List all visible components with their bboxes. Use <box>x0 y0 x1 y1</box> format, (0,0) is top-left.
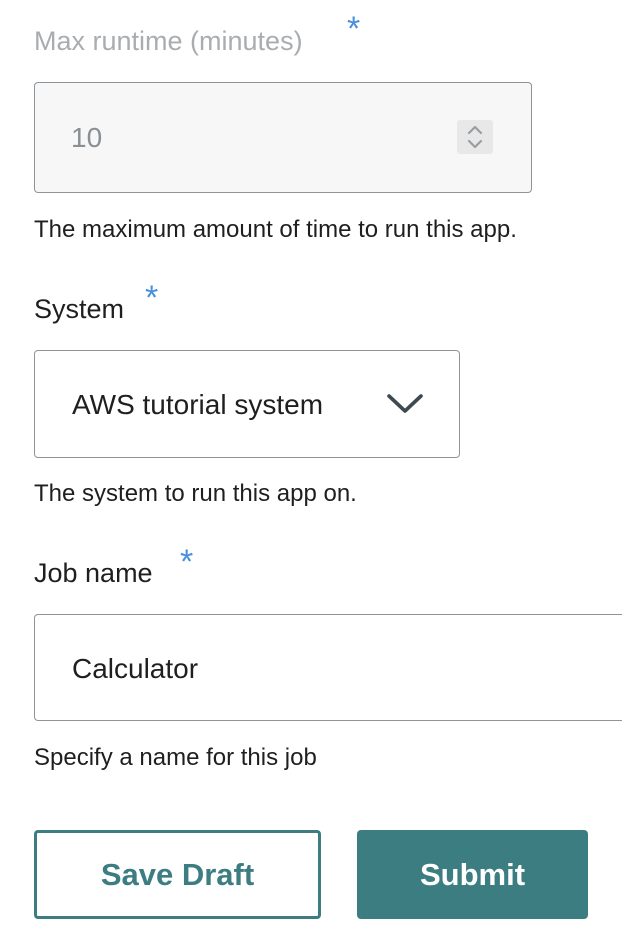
up-down-chevrons-icon <box>467 125 483 149</box>
save-draft-button-label: Save Draft <box>100 857 255 892</box>
max-runtime-value: 10 <box>71 122 103 153</box>
max-runtime-required-mark: * <box>347 10 361 48</box>
job-name-label-text: Job name <box>34 558 153 588</box>
max-runtime-help: The maximum amount of time to run this a… <box>34 216 517 243</box>
submit-button[interactable]: Submit <box>357 830 588 919</box>
max-runtime-label: Max runtime (minutes) <box>34 24 303 58</box>
max-runtime-label-text: Max runtime (minutes) <box>34 26 303 56</box>
system-required-mark: * <box>145 279 159 317</box>
max-runtime-input[interactable]: 10 <box>34 82 532 193</box>
job-name-value: Calculator <box>72 653 199 684</box>
job-name-required-mark: * <box>180 543 194 581</box>
system-help: The system to run this app on. <box>34 480 357 507</box>
system-label: System <box>34 292 124 326</box>
system-selected-value: AWS tutorial system <box>72 389 324 420</box>
job-name-label: Job name <box>34 556 153 590</box>
job-name-input[interactable]: Calculator <box>34 614 622 721</box>
chevron-down-icon <box>387 394 423 413</box>
save-draft-button[interactable]: Save Draft <box>34 830 321 919</box>
job-name-help: Specify a name for this job <box>34 744 317 771</box>
system-select[interactable]: AWS tutorial system <box>34 350 460 458</box>
max-runtime-stepper[interactable] <box>457 120 493 154</box>
submit-button-label: Submit <box>419 857 526 892</box>
system-label-text: System <box>34 294 125 324</box>
